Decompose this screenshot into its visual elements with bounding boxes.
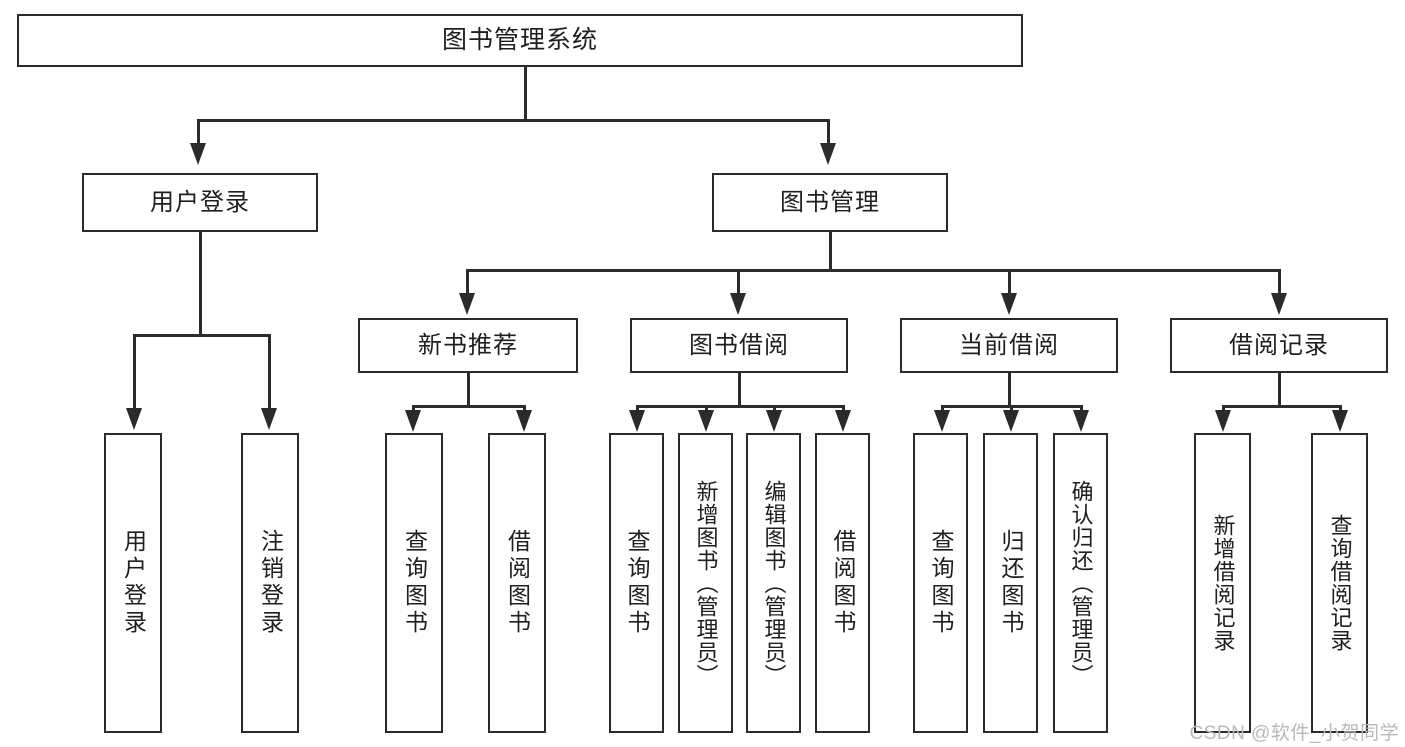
- leaf-br-add-record[interactable]: 新增借阅记录: [1194, 433, 1251, 733]
- node-label: 查询借阅记录: [1327, 514, 1353, 652]
- arrowhead-borrow-record: [1271, 293, 1287, 315]
- node-label: 查询图书: [401, 529, 428, 637]
- arrowhead-user-login: [190, 143, 206, 165]
- arrowhead-bb-add-book: [698, 410, 714, 432]
- edge-borrow-record-bar: [1222, 405, 1339, 408]
- edge-book-manage-to-new-book: [466, 269, 469, 295]
- arrowhead-leaf-logout: [261, 408, 277, 430]
- edge-new-book-bar: [412, 405, 523, 408]
- node-label: 查询图书: [928, 529, 954, 637]
- node-label: 图书管理系统: [441, 26, 598, 55]
- arrowhead-book-manage: [820, 143, 836, 165]
- edge-book-borrow-stem: [738, 373, 741, 407]
- edge-borrow-record-stem: [1278, 373, 1281, 407]
- node-label: 借阅记录: [1229, 331, 1329, 359]
- node-borrow-record[interactable]: 借阅记录: [1170, 318, 1388, 373]
- edge-root-stem: [524, 67, 527, 120]
- node-label: 用户登录: [120, 529, 147, 637]
- node-current-borrow[interactable]: 当前借阅: [900, 318, 1118, 373]
- edge-root-to-book-manage: [827, 119, 830, 145]
- edge-root-bar: [197, 119, 829, 122]
- leaf-user-login[interactable]: 用户登录: [104, 433, 162, 733]
- leaf-bb-query-book[interactable]: 查询图书: [609, 433, 664, 733]
- node-label: 确认归还（管理员）: [1068, 479, 1094, 687]
- leaf-cb-query-book[interactable]: 查询图书: [913, 433, 968, 733]
- node-label: 归还图书: [998, 529, 1024, 637]
- arrowhead-new-book-rec: [459, 293, 475, 315]
- node-label: 新增借阅记录: [1210, 514, 1236, 652]
- node-label: 新书推荐: [418, 331, 518, 359]
- leaf-cb-return-book[interactable]: 归还图书: [983, 433, 1038, 733]
- leaf-logout[interactable]: 注销登录: [241, 433, 299, 733]
- node-label: 注销登录: [257, 529, 284, 637]
- node-label: 编辑图书（管理员）: [761, 479, 787, 687]
- node-book-borrow[interactable]: 图书借阅: [630, 318, 848, 373]
- leaf-nb-borrow-book[interactable]: 借阅图书: [488, 433, 546, 733]
- node-label: 借阅图书: [504, 529, 531, 637]
- node-label: 当前借阅: [959, 331, 1059, 359]
- arrowhead-nb-borrow-book: [516, 410, 532, 432]
- arrowhead-leaf-user-login: [126, 408, 142, 430]
- node-new-book-recommend[interactable]: 新书推荐: [358, 318, 578, 373]
- arrowhead-bb-edit-book: [766, 410, 782, 432]
- arrowhead-current-borrow: [1001, 293, 1017, 315]
- arrowhead-bb-borrow-book: [835, 410, 851, 432]
- arrowhead-br-add-record: [1215, 410, 1231, 432]
- node-label: 新增图书（管理员）: [693, 479, 719, 687]
- leaf-bb-add-book-admin[interactable]: 新增图书（管理员）: [678, 433, 733, 733]
- edge-root-to-user-login: [197, 119, 200, 145]
- arrowhead-cb-confirm-return: [1073, 410, 1089, 432]
- node-book-management[interactable]: 图书管理: [712, 173, 948, 232]
- edge-user-login-bar: [133, 334, 268, 337]
- leaf-bb-borrow-book[interactable]: 借阅图书: [815, 433, 870, 733]
- edge-book-manage-bar: [466, 269, 1280, 272]
- arrowhead-book-borrow: [730, 293, 746, 315]
- edge-book-manage-to-record: [1278, 269, 1281, 295]
- edge-book-manage-stem: [829, 232, 832, 272]
- edge-new-book-stem: [467, 373, 470, 407]
- arrowhead-nb-query-book: [405, 410, 421, 432]
- arrowhead-cb-return-book: [1003, 410, 1019, 432]
- node-label: 用户登录: [150, 188, 250, 216]
- node-label: 图书借阅: [689, 331, 789, 359]
- leaf-cb-confirm-return-admin[interactable]: 确认归还（管理员）: [1053, 433, 1108, 733]
- edge-user-login-to-leaf2: [268, 334, 271, 410]
- edge-book-borrow-bar: [636, 405, 842, 408]
- leaf-bb-edit-book-admin[interactable]: 编辑图书（管理员）: [746, 433, 801, 733]
- arrowhead-cb-query-book: [934, 410, 950, 432]
- node-root-book-management-system[interactable]: 图书管理系统: [17, 14, 1023, 67]
- leaf-nb-query-book[interactable]: 查询图书: [385, 433, 443, 733]
- leaf-br-query-record[interactable]: 查询借阅记录: [1311, 433, 1368, 733]
- edge-current-borrow-stem: [1008, 373, 1011, 407]
- node-user-login[interactable]: 用户登录: [82, 173, 318, 232]
- arrowhead-bb-query-book: [629, 410, 645, 432]
- node-label: 借阅图书: [830, 529, 856, 637]
- node-label: 查询图书: [624, 529, 650, 637]
- node-label: 图书管理: [780, 188, 880, 216]
- edge-book-manage-to-borrow: [737, 269, 740, 295]
- arrowhead-br-query-record: [1332, 410, 1348, 432]
- edge-user-login-stem: [199, 232, 202, 336]
- edge-book-manage-to-current: [1008, 269, 1011, 295]
- edge-user-login-to-leaf1: [133, 334, 136, 410]
